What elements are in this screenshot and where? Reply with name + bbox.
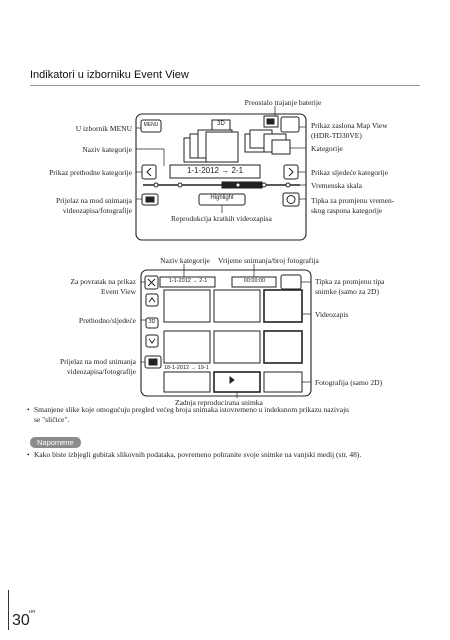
callout-map-view-1: Prikaz zaslona Map View [311, 121, 388, 130]
mode-3d-label-2: 3D [148, 319, 156, 325]
page-edge-marker [8, 590, 9, 630]
thumbnail[interactable] [163, 330, 211, 364]
category-name-label: 1-1-2012 → 2-1 [186, 166, 244, 175]
back-event-view-button[interactable] [144, 275, 159, 290]
event-view-screen [135, 113, 307, 241]
time-range-button[interactable] [282, 192, 300, 207]
category-name-box [169, 164, 261, 179]
callout-range-2: skog raspona kategorije [311, 206, 383, 215]
bullet-thumbnails-line1: Smanjene slike koje omogućuju pregled ve… [34, 405, 349, 414]
mode-3d-label: 3D [217, 121, 225, 127]
locale-code: HR [29, 609, 36, 614]
callout-category-name-2: Naziv kategorije [160, 256, 210, 265]
callout-video: Videozapis [315, 310, 349, 319]
callout-type-1: Tipka za promjenu tipa [315, 277, 385, 286]
bullet-backup: Kako biste izbjegli gubitak slikovnih po… [27, 450, 404, 460]
callout-lines-2 [141, 264, 311, 398]
callout-highlight: Reprodukcija kratkih videozapisa [171, 214, 272, 223]
thumbnail-photo[interactable] [263, 371, 303, 393]
menu-button[interactable] [140, 119, 162, 133]
thumbnail[interactable] [213, 289, 261, 323]
thumbnail-selected[interactable] [263, 289, 303, 323]
page-number: 30 [12, 612, 30, 629]
highlight-label: Highlight [210, 195, 234, 201]
previous-page-button[interactable] [145, 293, 159, 307]
menu-button-label: MENU [143, 122, 159, 128]
thumbnail[interactable] [163, 289, 211, 323]
callout-prev-next: Prethodno/sljedeće [78, 316, 136, 325]
next-page-button[interactable] [145, 334, 159, 348]
callout-map-view-2: (HDR-TD30VE) [311, 131, 362, 140]
callout-type-2: snimke (samo za 2D) [315, 287, 379, 296]
callout-menu: U izbornik MENU [75, 124, 132, 133]
type-switch-button[interactable] [280, 274, 302, 290]
thumbnail[interactable] [213, 330, 261, 364]
callout-timeline: Vremenska skala [311, 181, 362, 190]
callout-rec-mode-2b: videozapisa/fotografije [66, 367, 136, 376]
callout-rec-time: Vrijeme snimanja/broj fotografija [218, 256, 319, 265]
thumbnail-last-played[interactable] [213, 371, 261, 393]
callout-photo: Fotografija (samo 2D) [315, 378, 383, 387]
thumbnail[interactable] [163, 371, 211, 393]
date-group-label: 18-1-2012 → 19-1 [164, 365, 209, 371]
callout-categories: Kategorije [311, 144, 343, 153]
section-heading: Indikatori u izborniku Event View [30, 69, 189, 81]
thumbnail-video[interactable] [263, 330, 303, 364]
callout-rec-mode-2a: Prijelaz na mod snimanja [59, 357, 136, 366]
heading-rule [30, 85, 420, 86]
notes-badge: Napomene [30, 437, 81, 448]
callout-rec-mode-1: Prijelaz na mod snimanja [55, 196, 132, 205]
callout-back-1: Za povratak na prikaz [70, 277, 136, 286]
callout-prev-category: Prikaz prethodne kategorije [49, 168, 132, 177]
map-view-button[interactable] [280, 116, 300, 133]
callout-rec-mode-2: videozapisa/fotografije [62, 206, 132, 215]
battery-icon [263, 115, 279, 128]
rec-time-label: 00:00:00 [243, 278, 266, 284]
index-screen [140, 269, 312, 397]
callout-lines [136, 106, 306, 213]
bullet-thumbnails: Smanjene slike koje omogućuju pregled ve… [27, 405, 404, 425]
callout-next-category: Prikaz sljedeće kategorije [311, 168, 389, 177]
camera-mode-button[interactable] [141, 193, 159, 206]
mode-3d-toggle[interactable] [145, 317, 159, 329]
callout-range-1: Tipka za promjenu vremen- [311, 196, 395, 205]
callout-category-name: Naziv kategorije [82, 145, 132, 154]
category-name-box-2 [159, 276, 216, 288]
category-name-label-2: 1-1-2012 → 2-1 [168, 278, 208, 284]
callout-last-played: Zadnja reproducirana snimka [175, 398, 263, 407]
callout-battery: Preostalo trajanje baterije [244, 98, 322, 107]
callout-back-2: Event View [100, 287, 136, 296]
bullet-thumbnails-line2: se "sličice". [34, 415, 70, 424]
